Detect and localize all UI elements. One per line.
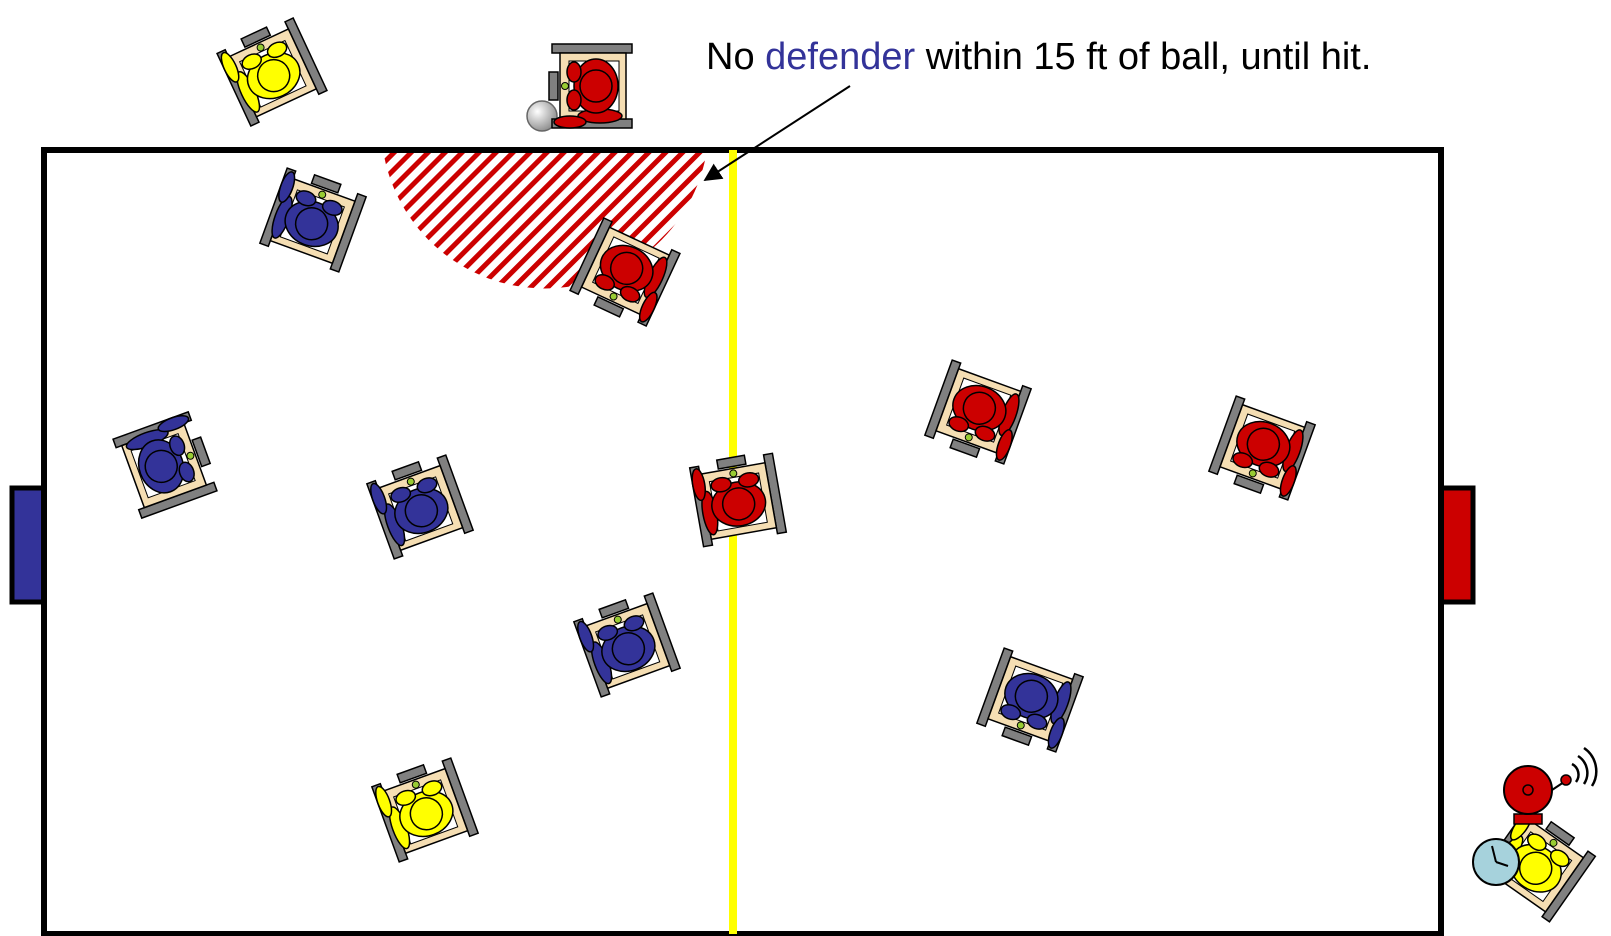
annotation-prefix: No: [706, 36, 765, 78]
player-red: [1208, 396, 1315, 503]
annotation-suffix: within 15 ft of ball, until hit.: [915, 36, 1371, 78]
player-official: [371, 755, 478, 862]
annotation-text: No defender within 15 ft of ball, until …: [706, 36, 1371, 79]
player-blue: [366, 452, 473, 559]
player-red: [689, 450, 786, 546]
player-red: [924, 360, 1031, 467]
player-blue: [573, 590, 680, 697]
annotation-keyword: defender: [765, 36, 915, 78]
player-blue: [260, 165, 367, 272]
blue-goal: [12, 488, 44, 602]
player-blue: [113, 411, 220, 518]
court-boundary: [44, 150, 1441, 934]
bell-icon: [1504, 748, 1596, 824]
player-blue: [976, 648, 1083, 755]
red-goal: [1441, 488, 1473, 602]
player-official: [216, 15, 327, 126]
player-red: [549, 44, 632, 128]
annotation-arrow: [705, 86, 850, 180]
clock-icon: [1473, 839, 1519, 885]
